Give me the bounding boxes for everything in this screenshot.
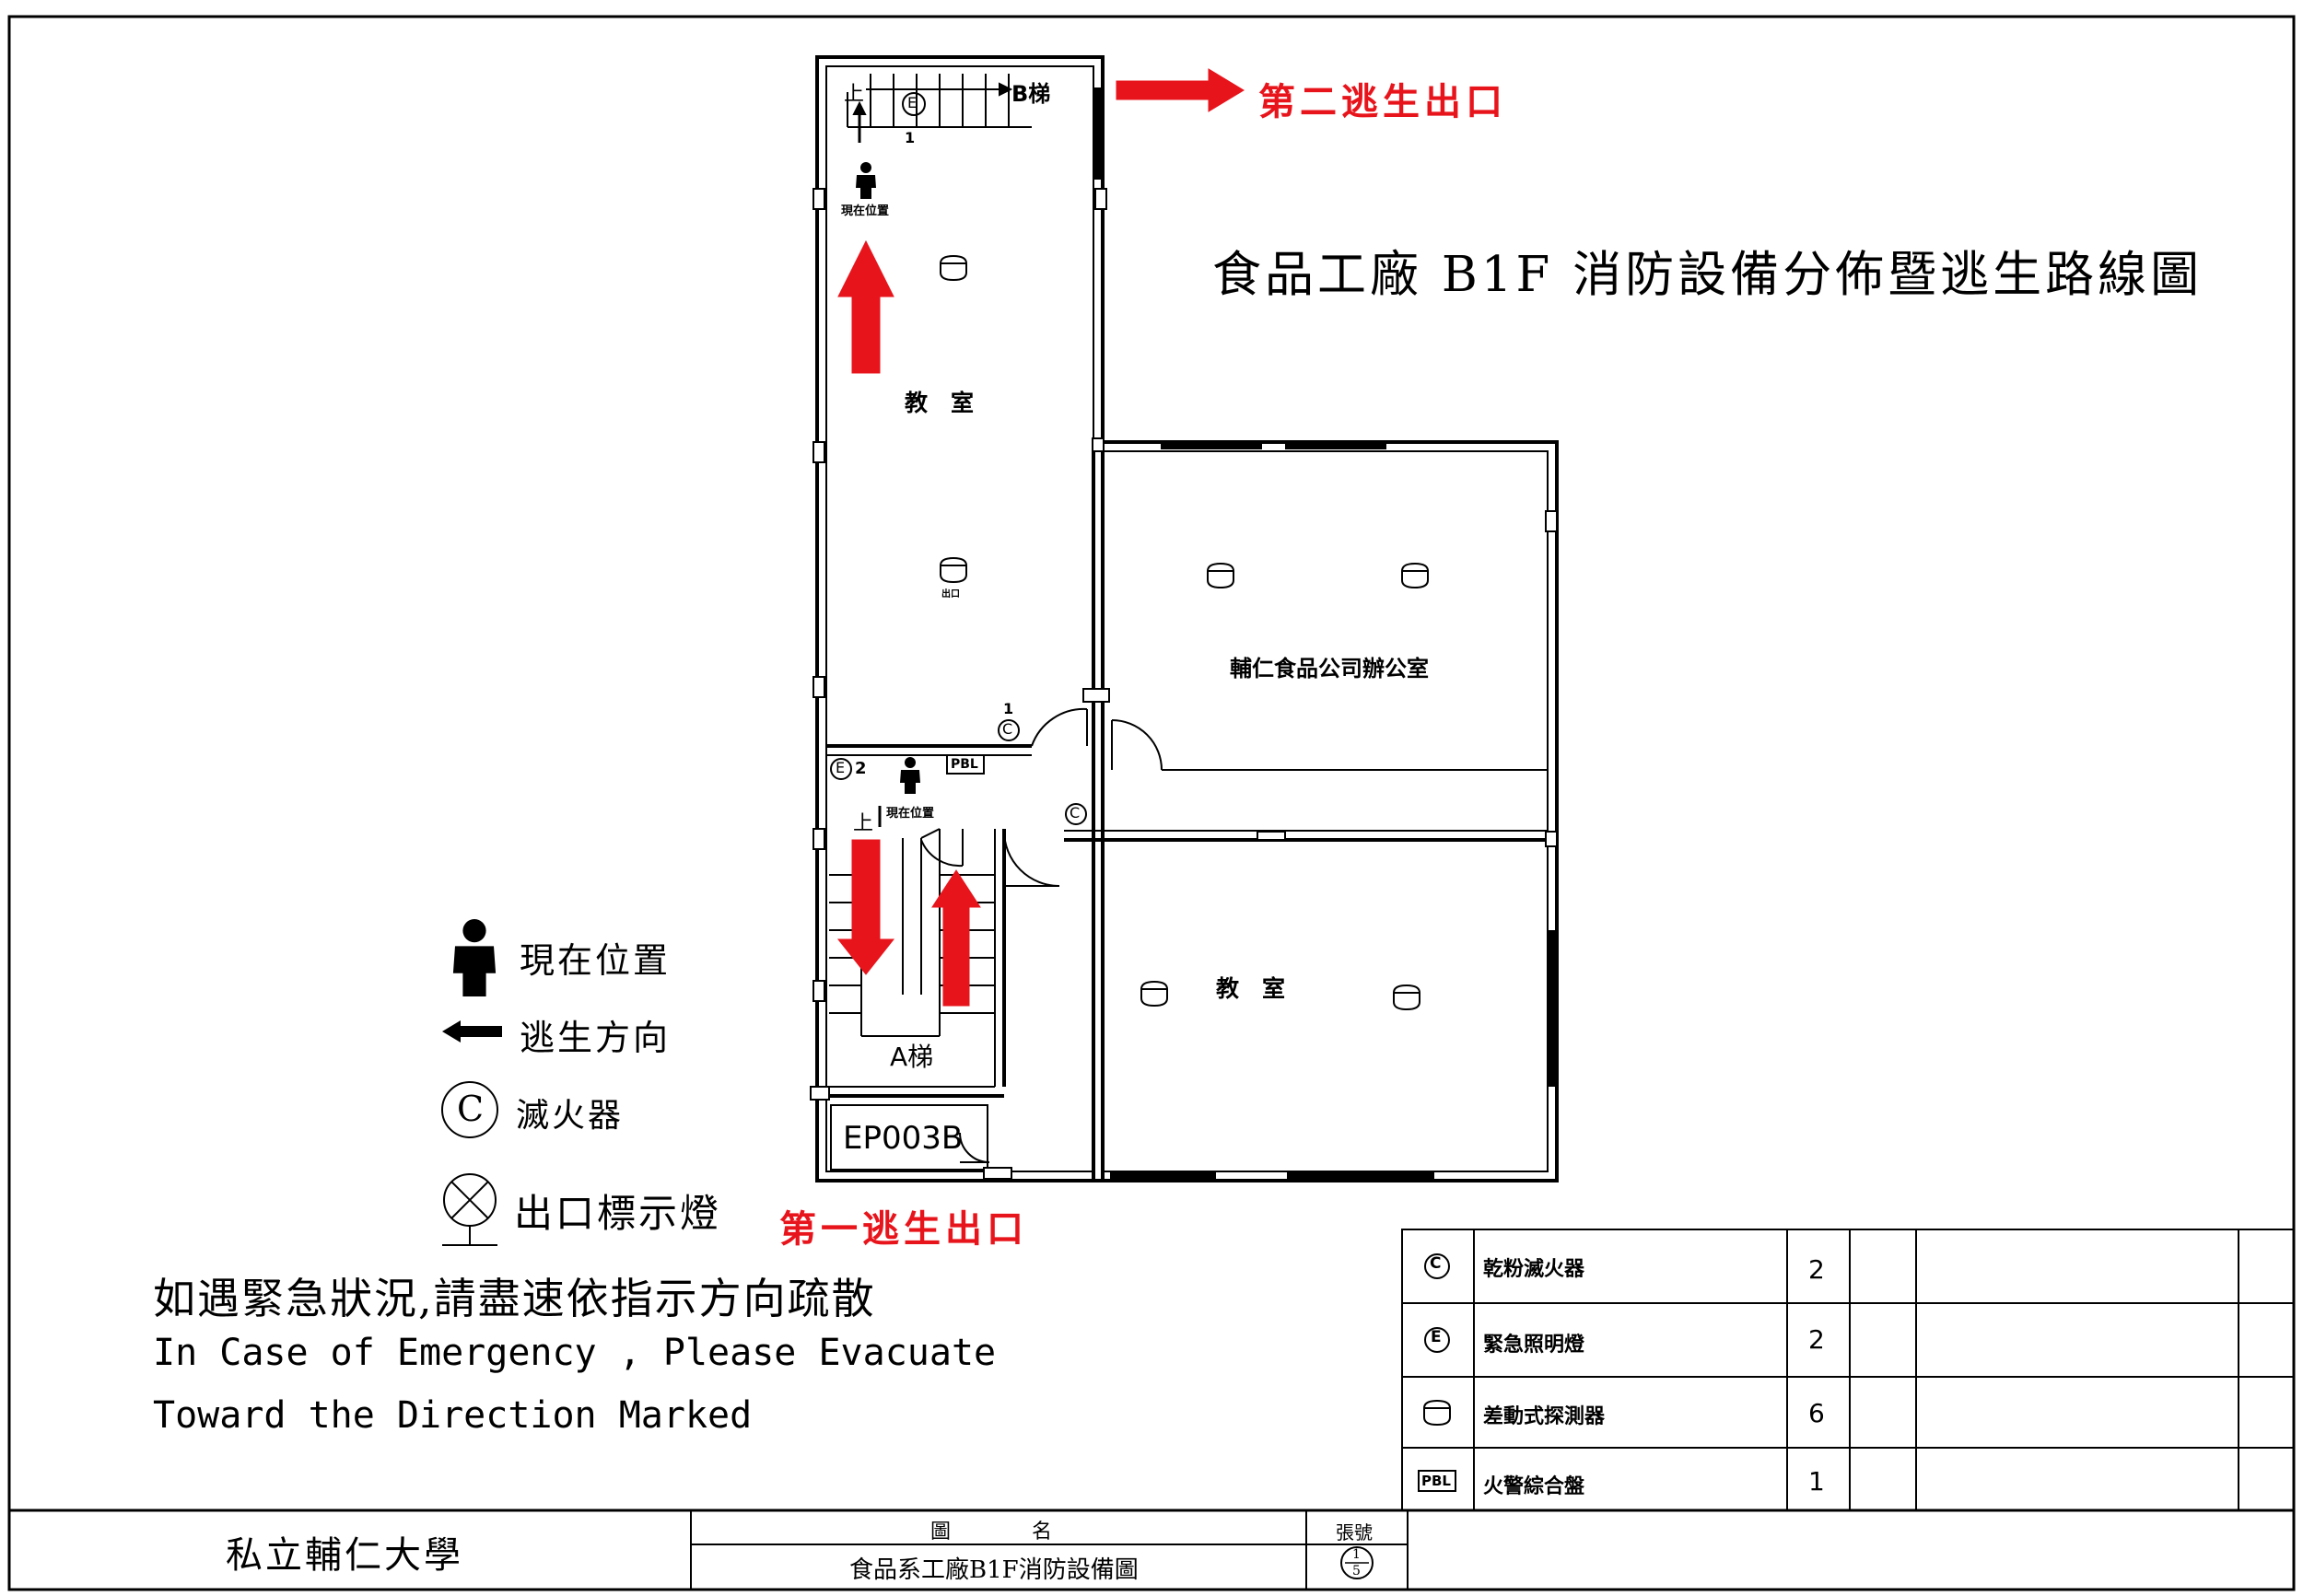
- legend-symbols: [441, 919, 502, 1246]
- detector-tag: 出口: [941, 589, 960, 600]
- table-name-emergency-light: 緊急照明燈: [1483, 1334, 1585, 1357]
- notice-en-line1: In Case of Emergency , Please Evacuate: [153, 1332, 997, 1374]
- pbl-mark: PBL: [951, 757, 978, 772]
- legend-escape-label: 逃生方向: [520, 1018, 672, 1058]
- emergency-light-icon: [830, 758, 852, 780]
- you-are-here-top-icon: [856, 162, 876, 199]
- title-block-sheet-num: 1: [1352, 1547, 1361, 1562]
- notice-en-line2: Toward the Direction Marked: [153, 1394, 753, 1437]
- arrow-up-top-room-icon: [837, 239, 894, 374]
- detector-icon: [1140, 981, 1168, 1007]
- doors: [920, 707, 1548, 1163]
- you-are-here-corridor-icon: [900, 757, 920, 794]
- stair-b-circle-mark: E: [907, 94, 918, 111]
- table-count-extinguisher: 2: [1808, 1254, 1825, 1285]
- notice-zh: 如遇緊急狀況,請盡速依指示方向疏散: [153, 1274, 876, 1323]
- stair-b-up-mark: 上: [844, 83, 865, 106]
- emergency-light-num: 2: [855, 759, 867, 778]
- building-walls: [815, 55, 1559, 1182]
- stair-a-up-mark: 上: [853, 812, 874, 835]
- stair-b-label: B梯: [1011, 81, 1051, 107]
- extinguisher-icon: [998, 719, 1020, 741]
- title-block-name-label: 圖 名: [930, 1520, 1053, 1544]
- table-symbol-pbl: PBL: [1421, 1473, 1451, 1489]
- first-exit-label: 第一逃生出口: [779, 1207, 1028, 1251]
- table-detector-icon: [1423, 1400, 1451, 1426]
- detector-icon: [1207, 563, 1234, 588]
- equipment-symbols: [830, 719, 1087, 825]
- arrow-down-stair-icon: [836, 839, 895, 975]
- detector-icon: [1401, 563, 1429, 588]
- legend-person-icon: [452, 919, 497, 996]
- legend-extinguisher-label: 滅火器: [516, 1097, 625, 1135]
- extinguisher-mark-2: C: [1070, 804, 1081, 821]
- stair-b-num: 1: [905, 129, 916, 146]
- here-label-corridor: 現在位置: [886, 807, 935, 821]
- legend-here-label: 現在位置: [520, 940, 672, 981]
- evacuation-arrows: [836, 68, 1245, 1007]
- room-label-top-classroom: 教 室: [905, 390, 975, 416]
- legend-exit-sign-label: 出口標示燈: [514, 1191, 722, 1236]
- table-name-extinguisher: 乾粉滅火器: [1483, 1258, 1585, 1281]
- pbl-panel-icon: [946, 754, 985, 775]
- legend-extinguisher-icon: [441, 1081, 498, 1138]
- extinguisher-num: 1: [1003, 700, 1014, 717]
- room-label-bottom-classroom: 教 室: [1216, 975, 1286, 1002]
- title-block-drawing-name: 食品系工廠B1F消防設備圖: [849, 1556, 1139, 1584]
- detector-icon: [940, 255, 967, 281]
- wall-segments: [1093, 87, 1557, 1180]
- emergency-light-mark: E: [836, 759, 846, 776]
- title-block-sheet-total: 5: [1352, 1564, 1361, 1579]
- legend-exit-sign-icon: [442, 1173, 497, 1246]
- table-name-detector: 差動式探測器: [1483, 1405, 1606, 1428]
- panel-room-label: EP003B: [843, 1120, 964, 1157]
- equipment-table-grid: [1401, 1229, 2295, 1511]
- arrow-up-stair-icon: [931, 869, 981, 1007]
- table-name-pbl: 火警綜合盤: [1483, 1475, 1585, 1498]
- extinguisher-icon: [1065, 803, 1087, 825]
- title-block-school: 私立輔仁大學: [226, 1534, 463, 1577]
- arrow-right-second-exit-icon: [1116, 68, 1245, 112]
- title-block-sheet-label: 張號: [1336, 1521, 1373, 1544]
- table-symbol-c: C: [1430, 1254, 1442, 1273]
- stair-b-drawing: [847, 74, 1032, 143]
- detector-icon: [1393, 984, 1420, 1010]
- second-exit-label: 第二逃生出口: [1258, 80, 1507, 123]
- wall-columns: [810, 188, 1558, 1180]
- table-count-emergency-light: 2: [1808, 1324, 1825, 1355]
- legend-c-mark: C: [457, 1089, 485, 1129]
- extinguisher-mark-1: C: [1002, 720, 1013, 738]
- legend-arrow-icon: [442, 1020, 502, 1043]
- plan-title: 食品工廠 B1F 消防設備分佈暨逃生路線圖: [1212, 247, 2204, 303]
- title-block-grid: [9, 1509, 2294, 1590]
- sheet-border: [7, 15, 2296, 1591]
- table-symbol-e: E: [1431, 1328, 1442, 1346]
- table-count-detector: 6: [1808, 1398, 1825, 1428]
- stair-a-label: A梯: [890, 1042, 934, 1072]
- heat-detectors: [940, 255, 1429, 1010]
- room-label-office: 輔仁食品公司辦公室: [1230, 656, 1429, 682]
- table-count-pbl: 1: [1808, 1466, 1825, 1497]
- detector-icon: [940, 557, 967, 583]
- here-label-top: 現在位置: [841, 204, 890, 218]
